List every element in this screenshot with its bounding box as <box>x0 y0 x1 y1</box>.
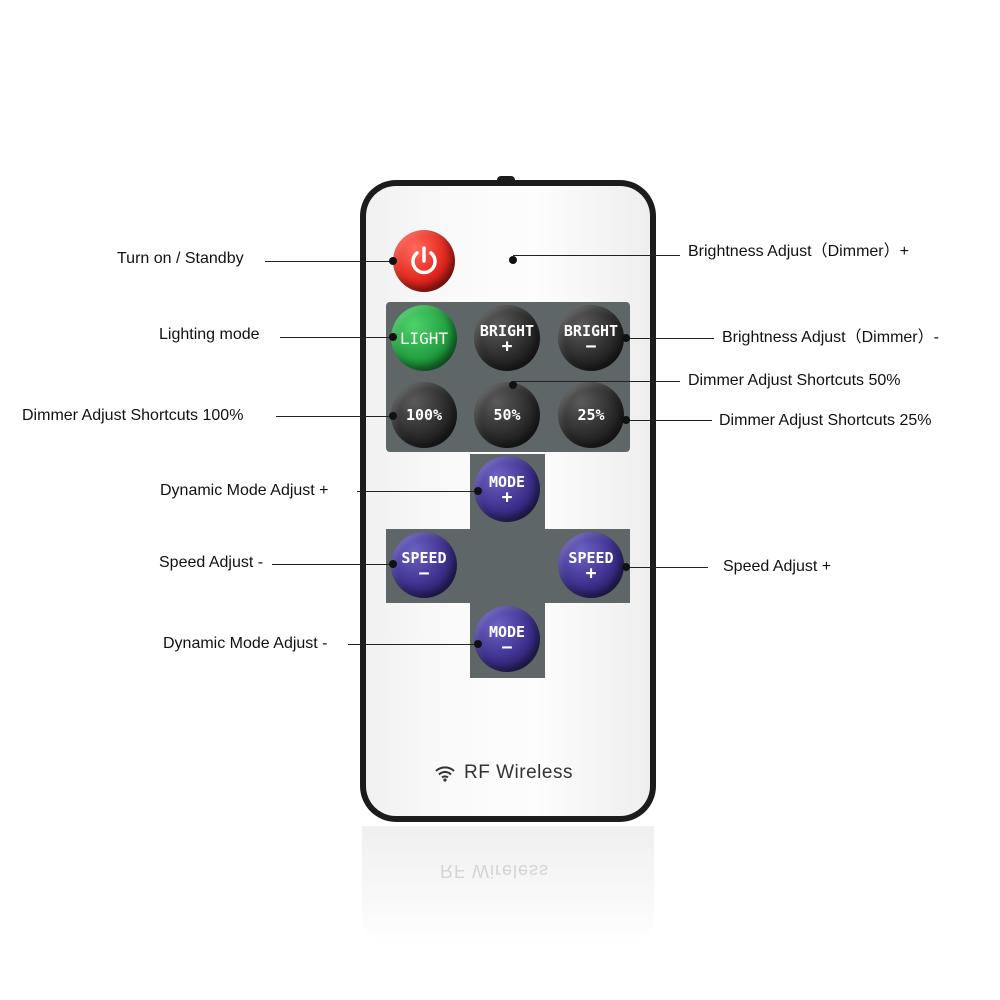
mode-plus-button[interactable]: MODE + <box>474 456 540 522</box>
speed-plus-button[interactable]: SPEED + <box>558 532 624 598</box>
label-mode-plus: Dynamic Mode Adjust + <box>160 482 329 499</box>
bright-minus-button[interactable]: BRIGHT − <box>558 305 624 371</box>
mode-plus-sign: + <box>501 486 513 508</box>
leader-power <box>265 261 393 262</box>
shortcut-100-label: 100% <box>405 405 443 424</box>
bright-minus-sign: − <box>585 335 597 357</box>
mode-plus-label: MODE <box>488 472 526 491</box>
shortcut-50-label: 50% <box>493 405 521 424</box>
rf-wireless-branding: RF Wireless <box>434 762 573 784</box>
leader-bright-plus <box>513 255 680 256</box>
dot-power <box>389 257 397 265</box>
dot-speed-minus <box>389 560 397 568</box>
remote-reflection <box>362 826 654 946</box>
label-mode-minus: Dynamic Mode Adjust - <box>163 635 328 652</box>
leader-mode-plus <box>357 491 478 492</box>
leader-bright-minus <box>626 338 714 339</box>
label-shortcut-100: Dimmer Adjust Shortcuts 100% <box>22 407 244 424</box>
dot-shortcut-25 <box>622 416 630 424</box>
shortcut-50-button[interactable]: 50% <box>474 382 540 448</box>
leader-speed-minus <box>272 564 393 565</box>
shortcut-25-button[interactable]: 25% <box>558 382 624 448</box>
label-bright-minus: Brightness Adjust（Dimmer）- <box>722 329 939 346</box>
dot-mode-plus <box>474 487 482 495</box>
leader-lighting-mode <box>280 337 393 338</box>
mode-minus-label: MODE <box>488 622 526 641</box>
dot-speed-plus <box>622 563 630 571</box>
power-button[interactable] <box>393 230 455 292</box>
label-speed-plus: Speed Adjust + <box>723 558 832 575</box>
speed-minus-button[interactable]: SPEED − <box>391 532 457 598</box>
shortcut-100-button[interactable]: 100% <box>391 382 457 448</box>
speed-plus-label: SPEED <box>568 548 614 567</box>
shortcut-25-label: 25% <box>577 405 605 424</box>
dot-shortcut-50 <box>509 381 517 389</box>
remote-body <box>360 180 656 822</box>
mode-minus-sign: − <box>501 636 513 658</box>
speed-minus-label: SPEED <box>401 548 447 567</box>
label-power: Turn on / Standby <box>117 250 244 267</box>
leader-speed-plus <box>626 567 708 568</box>
label-lighting-mode: Lighting mode <box>159 326 260 343</box>
bright-plus-button[interactable]: BRIGHT + <box>474 305 540 371</box>
dot-shortcut-100 <box>389 412 397 420</box>
bright-plus-label: BRIGHT <box>479 321 535 340</box>
dot-bright-minus <box>622 334 630 342</box>
reflection-text: RF Wireless <box>440 861 549 881</box>
speed-plus-sign: + <box>585 562 597 584</box>
leader-shortcut-100 <box>276 416 393 417</box>
speed-minus-sign: − <box>418 562 430 584</box>
bright-minus-label: BRIGHT <box>563 321 619 340</box>
leader-shortcut-50 <box>513 381 680 382</box>
mode-minus-button[interactable]: MODE − <box>474 606 540 672</box>
light-button-label: LIGHT <box>399 328 449 348</box>
dot-lighting-mode <box>389 333 397 341</box>
leader-shortcut-25 <box>626 420 712 421</box>
label-shortcut-50: Dimmer Adjust Shortcuts 50% <box>688 372 901 389</box>
power-icon <box>411 246 437 275</box>
bright-plus-sign: + <box>501 335 513 357</box>
rf-wireless-text: RF Wireless <box>464 762 573 783</box>
dot-mode-minus <box>474 640 482 648</box>
wifi-icon <box>435 766 455 782</box>
label-shortcut-25: Dimmer Adjust Shortcuts 25% <box>719 412 932 429</box>
dot-bright-plus <box>509 256 517 264</box>
label-bright-plus: Brightness Adjust（Dimmer）+ <box>688 243 909 260</box>
light-button[interactable]: LIGHT <box>391 305 457 371</box>
leader-mode-minus <box>348 644 478 645</box>
label-speed-minus: Speed Adjust - <box>159 554 264 571</box>
